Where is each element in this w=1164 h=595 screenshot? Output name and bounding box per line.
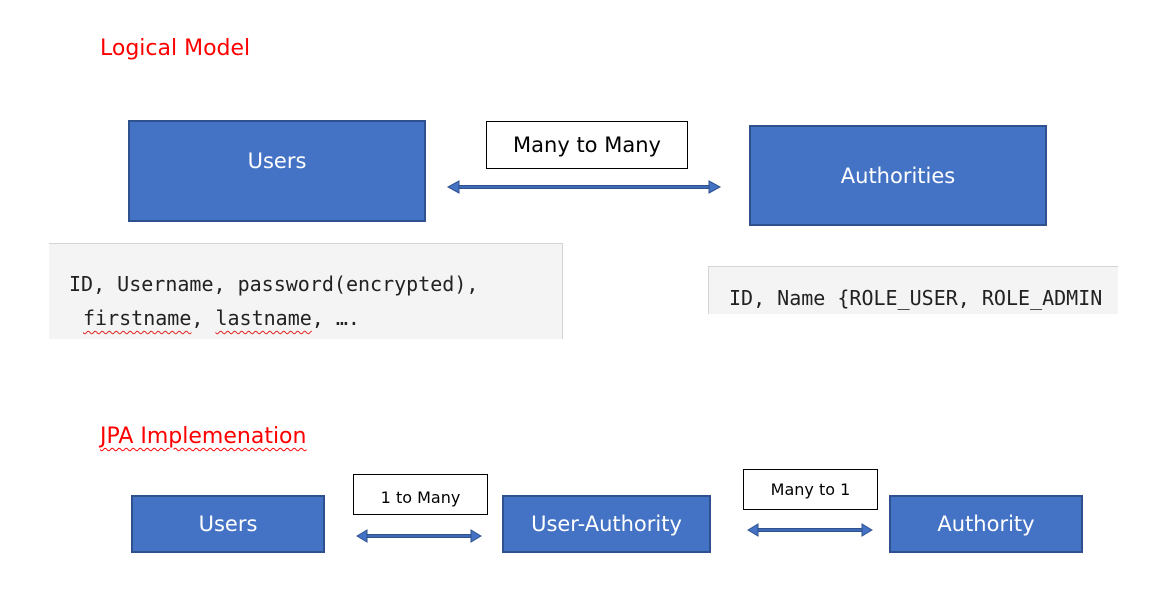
users-attributes-line2: firstname, lastname, …. bbox=[69, 307, 562, 329]
logical-users-label: Users bbox=[247, 149, 307, 173]
jpa-title-text: JPA Implemenation bbox=[100, 424, 307, 449]
jpa-implementation-title: JPA Implemenation bbox=[100, 424, 306, 449]
user-authority-label: User-Authority bbox=[531, 512, 682, 536]
logical-model-title: Logical Model bbox=[100, 36, 251, 61]
jpa-authority-entity: Authority bbox=[889, 495, 1083, 553]
users-attributes-line1: ID, Username, password(encrypted), bbox=[69, 272, 479, 296]
ellipsis-text: , …. bbox=[311, 306, 360, 330]
lastname-text: lastname bbox=[215, 306, 312, 330]
authorities-attributes-text: ID, Name {ROLE_USER, ROLE_ADMIN bbox=[729, 286, 1103, 310]
logical-authorities-label: Authorities bbox=[840, 163, 956, 188]
one-to-many-arrow bbox=[356, 529, 482, 543]
many-to-many-label: Many to Many bbox=[486, 121, 688, 169]
firstname-text: firstname bbox=[83, 306, 192, 330]
attr-separator: , bbox=[191, 306, 216, 330]
jpa-users-label: Users bbox=[198, 512, 258, 536]
logical-authorities-entity: Authorities bbox=[749, 125, 1047, 226]
user-authority-entity: User-Authority bbox=[502, 495, 711, 553]
one-to-many-label: 1 to Many bbox=[353, 474, 488, 515]
logical-users-entity: Users bbox=[128, 120, 426, 222]
many-to-one-arrow bbox=[747, 523, 873, 537]
jpa-authority-label: Authority bbox=[937, 512, 1035, 536]
users-attributes-box: ID, Username, password(encrypted), first… bbox=[49, 243, 563, 339]
many-to-one-label: Many to 1 bbox=[743, 469, 878, 510]
many-to-many-arrow bbox=[446, 180, 722, 194]
jpa-users-entity: Users bbox=[131, 495, 325, 553]
authorities-attributes-box: ID, Name {ROLE_USER, ROLE_ADMIN bbox=[708, 266, 1118, 314]
